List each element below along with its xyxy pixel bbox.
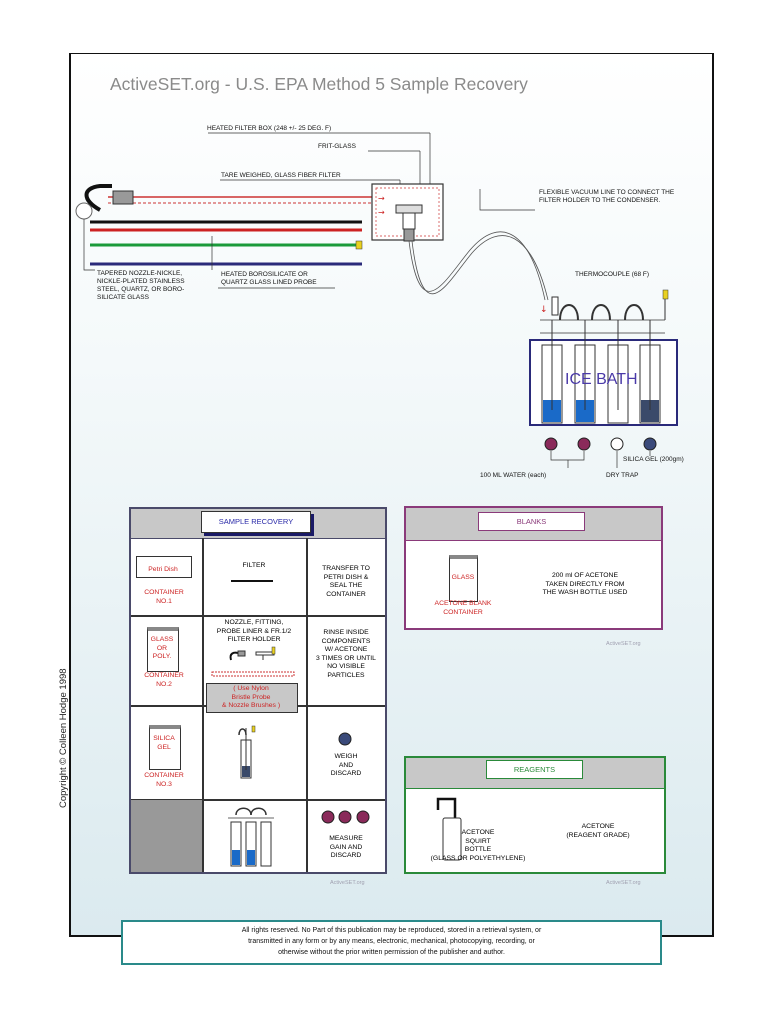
row3-action: WEIGH AND DISCARD	[330, 753, 362, 777]
container-2-label: CONTAINER NO.2	[144, 672, 184, 688]
container-3-label: CONTAINER NO.3	[144, 772, 184, 788]
filter-label: FILTER	[242, 562, 266, 569]
nozzle-shape	[84, 184, 112, 212]
silica-container-icon	[149, 725, 181, 770]
blank-description: 200 ml OF ACETONE TAKEN DIRECTLY FROM TH…	[542, 572, 628, 596]
label-dry-trap: DRY TRAP	[606, 472, 639, 479]
blanks-header: BLANKS	[478, 512, 585, 531]
squirt-bottle-label: ACETONE SQUIRT BOTTLE (GLASS OR POLYETHY…	[430, 829, 526, 862]
label-nozzle: TAPERED NOZZLE-NICKLE, NICKLE-PLATED STA…	[97, 270, 185, 301]
label-thermocouple: THERMOCOUPLE (68 F)	[575, 271, 650, 278]
svg-text:→: →	[378, 208, 385, 217]
petri-dish-label: Petri Dish	[148, 566, 178, 573]
label-vacuum-line: FLEXIBLE VACUUM LINE TO CONNECT THE FILT…	[539, 189, 675, 204]
silica-gel-label: SILICA GEL	[153, 735, 175, 751]
row2-item: NOZZLE, FITTING, PROBE LINER & FR.1/2 FI…	[216, 619, 292, 643]
blank-container-icon	[449, 555, 478, 602]
reagents-watermark: ActiveSET.org	[606, 880, 641, 886]
petri-dish-icon	[136, 556, 192, 578]
nozzle-fitting	[112, 190, 134, 205]
page-title: ActiveSET.org - U.S. EPA Method 5 Sample…	[110, 74, 528, 94]
brush-note-box	[206, 683, 298, 713]
container-1-label: CONTAINER NO.1	[144, 589, 184, 605]
copyright-text: Copyright © Colleen Hodge 1998	[58, 668, 69, 808]
row4-action: MEASURE GAIN AND DISCARD	[329, 835, 363, 859]
blanks-watermark: ActiveSET.org	[606, 641, 641, 647]
reagents-header: REAGENTS	[486, 760, 583, 779]
glass-container-icon	[147, 627, 179, 672]
thermocouple-plug	[355, 240, 363, 250]
label-silica-gel: SILICA GEL (200gm)	[623, 456, 684, 463]
blank-container-label: ACETONE BLANK CONTAINER	[434, 600, 492, 616]
glass-poly-label: GLASS OR POLY.	[150, 636, 174, 660]
acetone-reagent-label: ACETONE (REAGENT GRADE)	[566, 823, 630, 839]
brush-note: ( Use Nylon Bristle Probe & Nozzle Brush…	[221, 685, 281, 709]
label-frit-glass: FRIT-GLASS	[318, 143, 356, 150]
label-water: 100 ML WATER (each)	[480, 472, 547, 479]
rights-notice: All rights reserved. No Part of this pub…	[121, 920, 662, 965]
label-ice-bath: ICE BATH	[565, 371, 638, 388]
filter-icon	[231, 580, 273, 582]
svg-text:↓: ↓	[540, 305, 548, 315]
label-heated-filter-box: HEATED FILTER BOX (248 +/- 25 DEG. F)	[207, 125, 332, 132]
label-tare-filter: TARE WEIGHED, GLASS FIBER FILTER	[221, 172, 341, 179]
sample-recovery-header: SAMPLE RECOVERY	[201, 511, 311, 533]
row2-action: RINSE INSIDE COMPONENTS W/ ACETONE 3 TIM…	[316, 629, 376, 679]
label-probe: HEATED BOROSILICATE OR QUARTZ GLASS LINE…	[221, 271, 317, 286]
row1-action: TRANSFER TO PETRI DISH & SEAL THE CONTAI…	[322, 565, 370, 598]
blank-glass-label: GLASS	[451, 574, 475, 581]
sample-watermark: ActiveSET.org	[330, 880, 365, 886]
svg-text:→: →	[378, 194, 385, 203]
